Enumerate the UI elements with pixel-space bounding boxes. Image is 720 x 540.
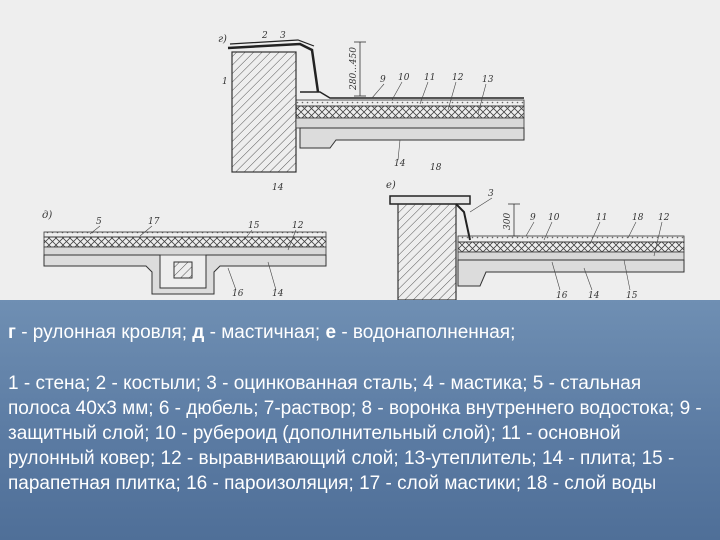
callout-e-12: 12 xyxy=(658,213,670,223)
caption-d-text: - мастичная; xyxy=(204,322,326,343)
callout-d-16: 16 xyxy=(232,289,244,299)
caption-panel: г - рулонная кровля; д - мастичная; е - … xyxy=(0,300,720,540)
subfigure-d: д) 5 17 15 12 16 14 xyxy=(42,210,327,299)
callout-g-13: 13 xyxy=(482,75,494,85)
wall-e xyxy=(397,203,457,300)
callout-e-14: 14 xyxy=(588,291,600,300)
slab-g xyxy=(299,127,525,149)
callout-e-3: 3 xyxy=(488,189,494,199)
insulation-layer-d xyxy=(43,236,327,248)
callout-g-9: 9 xyxy=(380,75,386,85)
callout-e-10: 10 xyxy=(548,213,560,223)
callout-e-11: 11 xyxy=(596,213,607,223)
subfigure-d-letter: д) xyxy=(42,210,52,221)
callout-g-10: 10 xyxy=(398,73,410,83)
caption-subfigure-legend: г - рулонная кровля; д - мастичная; е - … xyxy=(8,320,710,345)
subfigure-g: г) 280...450 1 2 3 9 10 11 12 13 14 18 xyxy=(218,31,525,173)
stray-label-14: 14 xyxy=(272,183,284,193)
parapet-cap-g xyxy=(227,42,320,93)
callout-e-16: 16 xyxy=(556,291,568,300)
subfigure-e: е) 300 3 9 10 11 18 12 16 14 15 xyxy=(386,180,685,300)
dimension-g: 280...450 xyxy=(349,47,359,91)
callout-g-1: 1 xyxy=(222,77,228,87)
funnel-d xyxy=(173,261,193,279)
callout-d-14: 14 xyxy=(272,289,284,299)
legend-text: 1 - стена; 2 - костыли; 3 - оцинкованная… xyxy=(8,373,702,494)
callout-g-14: 14 xyxy=(394,159,406,169)
slab-e xyxy=(457,259,685,287)
dimension-e: 300 xyxy=(503,213,513,230)
callout-g-12: 12 xyxy=(452,73,464,83)
wall-g xyxy=(231,51,297,173)
callout-e-15: 15 xyxy=(626,291,638,300)
roof-diagram-figure: г) 280...450 1 2 3 9 10 11 12 13 14 18 1… xyxy=(42,31,685,300)
caption-g-letter: г xyxy=(8,322,16,343)
callout-g-18: 18 xyxy=(430,163,442,173)
roof-diagram-svg: г) 280...450 1 2 3 9 10 11 12 13 14 18 1… xyxy=(42,31,685,300)
insulation-layer-e xyxy=(457,241,685,253)
callout-d-12: 12 xyxy=(292,221,304,231)
subfigure-g-letter: г) xyxy=(218,34,227,45)
callout-d-5: 5 xyxy=(96,217,102,227)
callout-e-9: 9 xyxy=(530,213,536,223)
callout-d-15: 15 xyxy=(248,221,260,231)
callout-g-2: 2 xyxy=(261,31,268,41)
callout-e-18: 18 xyxy=(632,213,644,223)
water-layer-e xyxy=(457,235,685,243)
caption-g-text: - рулонная кровля; xyxy=(15,322,193,343)
callout-g-3: 3 xyxy=(280,31,286,41)
caption-e-text: - водонаполненная; xyxy=(336,322,516,343)
slab-d xyxy=(43,254,327,295)
callout-d-17: 17 xyxy=(148,217,160,227)
caption-d-letter: д xyxy=(192,322,205,343)
callout-g-11: 11 xyxy=(424,73,435,83)
subfigure-e-letter: е) xyxy=(386,180,396,191)
insulation-layer-g xyxy=(295,105,525,119)
caption-e-letter: е xyxy=(325,322,337,343)
